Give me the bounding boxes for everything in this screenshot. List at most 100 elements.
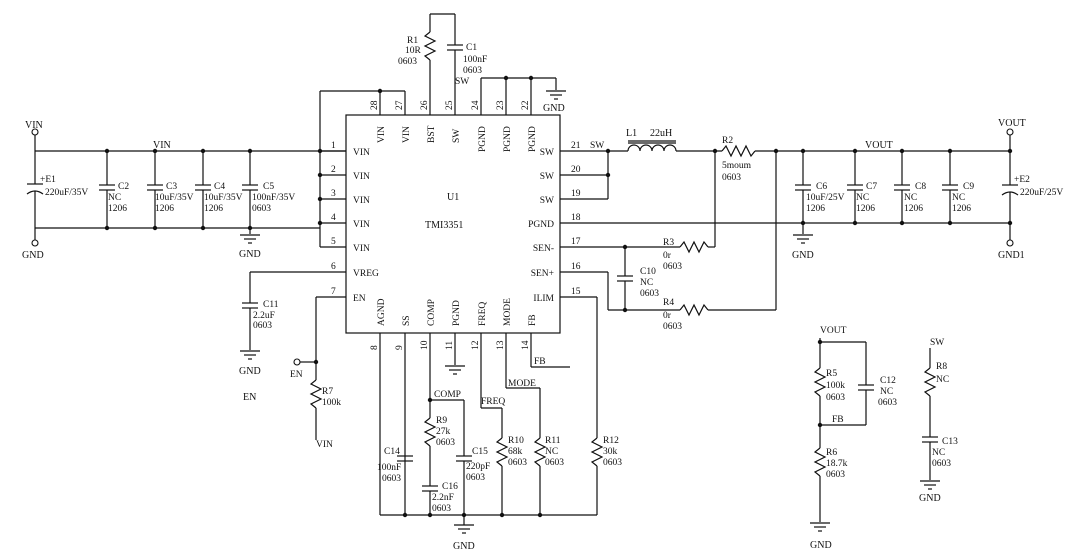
c7-l1: NC — [856, 193, 869, 203]
r3-l1: 0r — [663, 251, 672, 261]
input-section: VIN VIN GND +E1 220uF/35V C2 NC 1206 C3 … — [22, 88, 405, 261]
r10-l1: 68k — [508, 447, 523, 457]
r10-ref: R10 — [508, 436, 524, 446]
pin-14-num: 14 — [521, 340, 531, 350]
r4-l1: 0r — [663, 311, 672, 321]
c4-l1: 10uF/35V — [204, 193, 243, 203]
pin-24-name: PGND — [478, 126, 488, 152]
pin-21-name: SW — [540, 148, 554, 158]
c4-ref: C4 — [214, 182, 225, 192]
pin-24-num: 24 — [471, 100, 481, 110]
e2-value: 220uF/25V — [1020, 188, 1063, 198]
pin-27-name: VIN — [402, 126, 412, 143]
c15-l1: 220pF — [466, 462, 490, 472]
c13-l1: NC — [932, 448, 945, 458]
c7-l2: 1206 — [856, 204, 875, 214]
r6-l1: 18.7k — [826, 459, 848, 469]
pin-26-name: BST — [427, 125, 437, 143]
pin-3-num: 3 — [331, 189, 336, 199]
pin-28-num: 28 — [370, 100, 380, 110]
gnd-label-snub: GND — [919, 493, 941, 504]
c3-ref: C3 — [166, 182, 177, 192]
pin-15-num: 15 — [571, 287, 581, 297]
pin-20-name: SW — [540, 172, 554, 182]
c8-ref: C8 — [915, 182, 926, 192]
c5-l1: 100nF/35V — [252, 193, 295, 203]
pin-18-num: 18 — [571, 213, 581, 223]
c14-ref: C14 — [384, 447, 400, 457]
ic-pins-right: 21 20 19 18 17 16 15 SW SW SW PGND SEN- … — [528, 141, 1010, 304]
pin-13-name: MODE — [503, 298, 513, 326]
c1-l1: 100nF — [463, 55, 487, 65]
c2-l2: 1206 — [108, 204, 127, 214]
pin-28-name: VIN — [377, 126, 387, 143]
ic-pins-top: 28 27 26 25 24 23 22 VIN VIN BST SW PGND… — [370, 62, 538, 152]
ic-body — [345, 114, 561, 334]
pin-25-name: SW — [452, 129, 462, 143]
pin-4-num: 4 — [331, 213, 336, 223]
r12-l2: 0603 — [603, 458, 622, 468]
pin-2-name: VIN — [353, 172, 370, 182]
pin-27-num: 27 — [395, 100, 405, 110]
mode-label: MODE — [508, 379, 536, 389]
r12-ref: R12 — [603, 436, 619, 446]
gnd-label-bottom: GND — [453, 541, 475, 552]
r2-l1: 5moum — [722, 161, 752, 171]
c15-l2: 0603 — [466, 473, 485, 483]
sw-label-top: SW — [455, 77, 469, 87]
c10-l2: 0603 — [640, 289, 659, 299]
pin-23-name: PGND — [503, 126, 513, 152]
pin-22-name: PGND — [528, 126, 538, 152]
r8-ref: R8 — [936, 362, 947, 372]
c13-ref: C13 — [942, 437, 958, 447]
snubber: SW R8 NC C13 NC 0603 GND — [919, 338, 958, 504]
c9-l2: 1206 — [952, 204, 971, 214]
r6-ref: R6 — [826, 448, 837, 458]
vin-label-en: VIN — [316, 440, 333, 450]
pin-14-name: FB — [528, 314, 538, 326]
c14-l2: 0603 — [382, 474, 401, 484]
r11-l1: NC — [545, 447, 558, 457]
r2-l2: 0603 — [722, 173, 741, 183]
pin-8-name: AGND — [377, 298, 387, 326]
pin-17-name: SEN- — [533, 244, 554, 254]
pin-21-num: 21 — [571, 141, 581, 151]
gnd-label-div: GND — [810, 540, 832, 551]
e1-value: 220uF/35V — [45, 188, 88, 198]
c3-l2: 1206 — [155, 204, 174, 214]
l1-value: 22uH — [650, 128, 672, 139]
r4-ref: R4 — [663, 298, 674, 308]
r2-ref: R2 — [722, 136, 733, 146]
c11-l1: 2.2uF — [253, 311, 275, 321]
gnd-port-label: GND — [22, 250, 44, 261]
c10-ref: C10 — [640, 267, 656, 277]
pin-26-num: 26 — [420, 100, 430, 110]
sw-label-out: SW — [590, 141, 604, 151]
vreg-en-section: C11 2.2uF 0603 GND EN R7 100k VIN EN — [239, 272, 341, 450]
pin-5-name: VIN — [353, 244, 370, 254]
c11-l2: 0603 — [253, 321, 272, 331]
pin-18-name: PGND — [528, 220, 554, 230]
en-label: EN — [243, 392, 256, 403]
pin-19-name: SW — [540, 196, 554, 206]
r7-l1: 100k — [322, 398, 341, 408]
l1-ref: L1 — [626, 128, 637, 139]
c5-l2: 0603 — [252, 204, 271, 214]
pin-10-name: COMP — [427, 299, 437, 326]
r6-l2: 0603 — [826, 470, 845, 480]
gnd-label-out: GND — [792, 250, 814, 261]
pin-17-num: 17 — [571, 237, 581, 247]
pin-1-name: VIN — [353, 148, 370, 158]
pin-9-name: SS — [402, 315, 412, 326]
r9-ref: R9 — [436, 416, 447, 426]
c9-l1: NC — [952, 193, 965, 203]
pin-1-num: 1 — [331, 141, 336, 151]
pin-10-num: 10 — [420, 340, 430, 350]
vout-rail-label: VOUT — [865, 140, 893, 151]
e2-ref: +E2 — [1014, 175, 1030, 185]
pin-7-name: EN — [353, 294, 366, 304]
r9-l2: 0603 — [436, 438, 455, 448]
r4-l2: 0603 — [663, 322, 682, 332]
c9-ref: C9 — [963, 182, 974, 192]
